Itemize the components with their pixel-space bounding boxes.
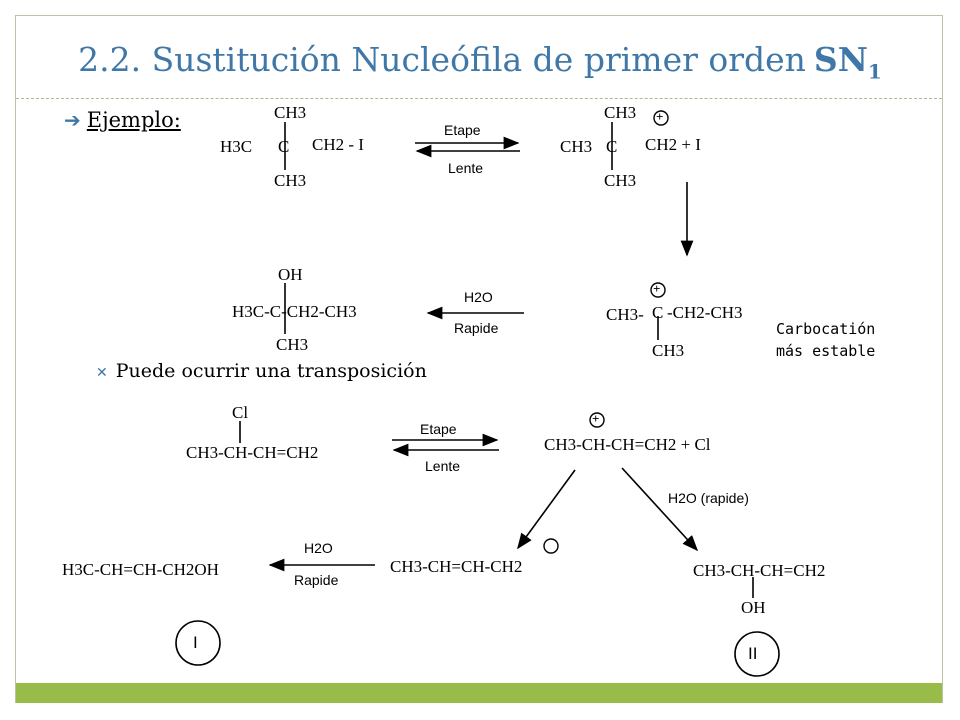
plus-sign: + (592, 411, 600, 426)
r2-cation-right: -CH2-CH3 (667, 303, 743, 322)
note-line-1: Carbocatión (776, 320, 876, 338)
r2-prod-line: H3C-C-CH2-CH3 (232, 302, 357, 321)
r1-right-group: CH2 - I (312, 135, 364, 154)
ejemplo-label: Ejemplo: (86, 108, 181, 132)
charge-circle (589, 412, 605, 428)
r2-prod-bottom: CH3 (276, 335, 309, 354)
r3-product-1: H3C-CH=CH-CH2OH (62, 560, 219, 579)
plus-sign: + (653, 281, 661, 296)
r3-product-2-oh: OH (741, 598, 766, 617)
arrow-bullet-icon: ➔ (64, 108, 81, 132)
product-1-label: I (193, 633, 198, 652)
title-main: 2.2. Sustitución Nucleófila de primer or… (78, 40, 806, 79)
ejemplo-heading: ➔Ejemplo: (64, 108, 181, 132)
charge-circle (653, 110, 669, 126)
footer-bar (16, 683, 942, 703)
r1-prod-right-group: CH2 + I (645, 135, 701, 154)
r2-cation-carbon: C (652, 303, 664, 322)
r2-cation-left: CH3- (606, 305, 644, 324)
r2-cation-bottom: CH3 (652, 341, 685, 360)
note-line-2: más estable (776, 342, 876, 360)
bullet-item: ✕ Puede ocurrir una transposición (96, 360, 427, 382)
r3-arrow-bottom-label: Lente (425, 458, 461, 474)
diagonal-arrow-right (621, 467, 699, 552)
r3-product-2: CH3-CH-CH=CH2 (693, 561, 826, 580)
r1-arrow-top-label: Etape (444, 122, 481, 138)
slide-title: 2.2. Sustitución Nucleófila de primer or… (0, 40, 960, 84)
r2-prod-oh: OH (278, 265, 303, 284)
r1-prod-top-group: CH3 (604, 103, 637, 122)
carbocation-note: Carbocatión más estable (776, 318, 875, 362)
r3-cation-line: CH3-CH-CH=CH2 + Cl (544, 435, 711, 454)
r2-arrow-top-label: H2O (464, 289, 493, 305)
r1-left-group: H3C (220, 137, 253, 156)
r1-prod-bottom-group: CH3 (604, 171, 637, 190)
r3-allyl-cation: CH3-CH=CH-CH2 (390, 557, 523, 576)
charge-circle (650, 282, 666, 298)
r3-left-arrow-top: H2O (304, 540, 333, 556)
charge-circle (543, 538, 559, 554)
product-2-label: II (748, 644, 758, 663)
product-label-circle (734, 631, 780, 677)
r3-cl: Cl (232, 403, 249, 422)
r3-arrow-top-label: Etape (420, 421, 457, 437)
title-sn-text: SN (813, 40, 868, 79)
x-bullet-icon: ✕ (96, 365, 108, 381)
r3-left-arrow-bottom: Rapide (294, 572, 339, 588)
title-separator (16, 98, 942, 99)
r1-prod-central-carbon: C (606, 137, 618, 156)
plus-sign: + (656, 109, 664, 124)
r1-arrow-bottom-label: Lente (448, 160, 484, 176)
r1-central-carbon: C (278, 137, 290, 156)
diagonal-arrow-left (517, 469, 576, 550)
r1-prod-left-group: CH3 (560, 137, 593, 156)
bullet-text: Puede ocurrir una transposición (115, 360, 427, 382)
r1-bottom-group: CH3 (274, 171, 307, 190)
r3-right-arrow-label: H2O (rapide) (668, 490, 749, 506)
r1-top-group: CH3 (274, 103, 307, 122)
r3-reactant-line: CH3-CH-CH=CH2 (186, 443, 319, 462)
r2-arrow-bottom-label: Rapide (454, 320, 499, 336)
title-sn-subscript: 1 (867, 59, 882, 84)
product-label-circle (175, 620, 221, 666)
title-sn: SN1 (813, 40, 882, 84)
